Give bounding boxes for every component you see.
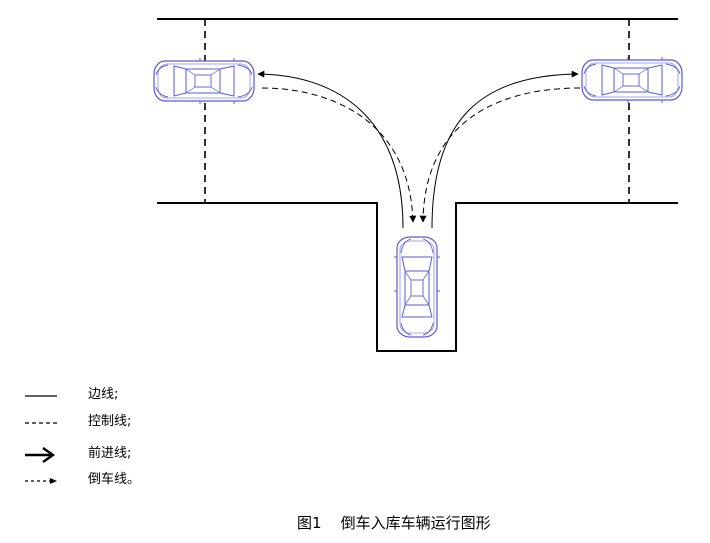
caption-gap: [322, 514, 341, 532]
reverse-paths: [261, 87, 581, 223]
reverse-path-left: [261, 87, 417, 223]
car-right: [581, 56, 683, 104]
legend-label-reverse: 倒车线。: [88, 472, 141, 487]
legend-label-forward: 前进线;: [88, 446, 132, 461]
legend-symbol-reverse: [25, 478, 57, 484]
legend-label-control: 控制线;: [88, 414, 132, 429]
car-in-garage: [393, 236, 441, 338]
reverse-path-right: [419, 87, 581, 223]
figure-number: 图1: [297, 514, 322, 532]
legend-symbols: [25, 395, 57, 484]
car-left: [153, 57, 255, 105]
figure-caption: 图1 倒车入库车辆运行图形: [297, 512, 491, 533]
edge-lines: [157, 18, 678, 352]
road-bottom-edge-with-garage: [157, 202, 678, 352]
forward-paths: [257, 70, 579, 229]
legend-symbol-forward: [25, 447, 56, 463]
legend-label-edge: 边线;: [88, 387, 119, 402]
figure-title: 倒车入库车辆运行图形: [340, 514, 491, 532]
forward-path-right: [431, 70, 579, 229]
control-lines: [204, 19, 630, 203]
forward-path-left: [257, 70, 404, 229]
